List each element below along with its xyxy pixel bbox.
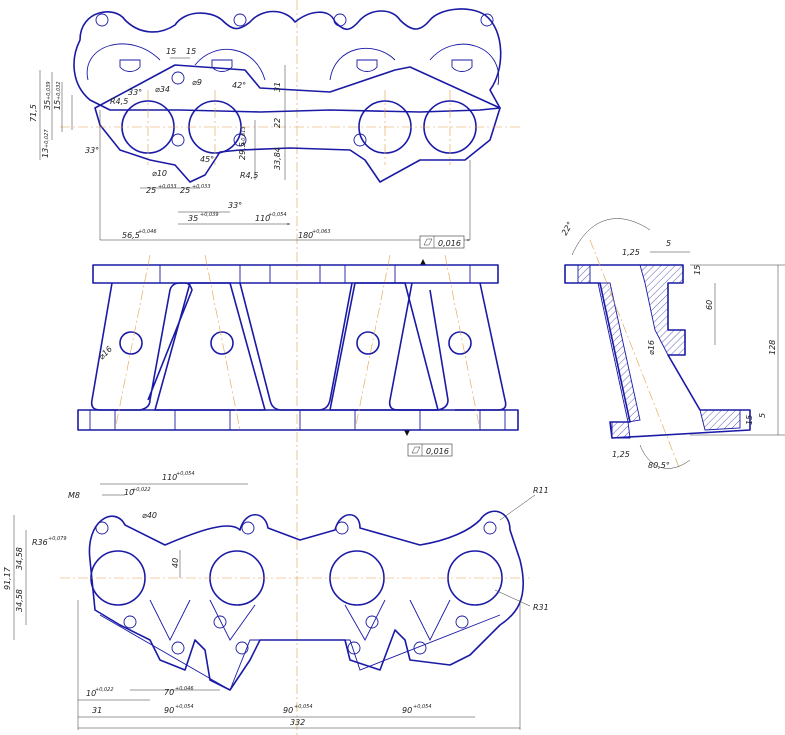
side-angle-80-5: 80,5° xyxy=(648,461,670,470)
dim-29-5-tol: +0,013 xyxy=(241,126,247,145)
dim-13v: 13 xyxy=(41,148,50,158)
side-dim-15a: 15 xyxy=(693,265,702,275)
b-dim-m8: M8 xyxy=(68,491,80,500)
side-dim-1-25a: 1,25 xyxy=(622,248,640,257)
dim-angle-33b: 33° xyxy=(85,146,99,155)
front-view: ⌀16 xyxy=(77,254,519,431)
dim-29-5: 29,5 xyxy=(238,142,247,160)
dim-angle-45: 45° xyxy=(200,155,214,164)
dim-angle-42: 42° xyxy=(232,81,246,90)
dim-angle-33c: 33° xyxy=(228,201,242,210)
b-dim-34-58a: 34,58 xyxy=(15,547,24,570)
b-dim-10-tol: +0,022 xyxy=(132,487,151,493)
dim-25a: 25 xyxy=(146,186,156,195)
b-dim-10b-tol: +0,022 xyxy=(95,687,114,693)
flatness-frame-bottom: 0,016 xyxy=(404,430,453,457)
b-dim-34-58b: 34,58 xyxy=(15,589,24,612)
b-dim-dia40: ⌀40 xyxy=(142,511,157,520)
b-dim-r36: R36 xyxy=(32,538,48,547)
dim-31: 31 xyxy=(273,82,282,92)
flatness-value-2: 0,016 xyxy=(426,447,449,456)
b-dim-r11: R11 xyxy=(533,486,549,495)
top-view xyxy=(39,8,520,241)
dim-25a-tol: +0,033 xyxy=(158,184,177,190)
b-dim-r31: R31 xyxy=(533,603,549,612)
b-dim-70: 70 xyxy=(164,688,174,697)
side-dim-dia16: ⌀16 xyxy=(647,340,656,355)
b-dim-70-tol: +0,046 xyxy=(175,686,194,692)
dim-180-tol: +0,063 xyxy=(312,229,331,235)
dim-56-5-tol: +0,046 xyxy=(138,229,157,235)
dim-71-5: 71,5 xyxy=(29,104,38,122)
dim-15v-tol: +0,032 xyxy=(56,81,62,100)
b-dim-91-17: 91,17 xyxy=(3,566,12,590)
dim-180: 180 xyxy=(298,231,313,240)
side-dim-60: 60 xyxy=(705,300,714,310)
flatness-frame-top: 0,016 xyxy=(419,235,465,265)
dim-35v: 35 xyxy=(43,100,52,110)
side-angle-22: 22° xyxy=(560,220,575,237)
b-dim-110-tol: +0,054 xyxy=(176,471,195,477)
b-dim-90a: 90 xyxy=(164,706,174,715)
top-view-dimension-text: 15 15 ⌀9 42° R4,5 ⌀34 33° 71,5 35 +0,039… xyxy=(29,47,331,240)
bottom-view-dimension-text: 110 +0,054 M8 10 +0,022 ⌀40 R36 +0,079 R… xyxy=(3,471,549,727)
dim-dia9: ⌀9 xyxy=(192,78,202,87)
b-dim-90b-tol: +0,054 xyxy=(294,704,313,710)
dim-35v-tol: +0,039 xyxy=(46,81,52,100)
dim-dia34: ⌀34 xyxy=(155,85,170,94)
side-dim-5b: 5 xyxy=(758,413,767,418)
b-dim-90c: 90 xyxy=(402,706,412,715)
b-dim-332: 332 xyxy=(290,718,305,727)
dim-15v: 15 xyxy=(53,100,62,110)
b-dim-31: 31 xyxy=(92,706,102,715)
dim-110a: 110 xyxy=(255,214,270,223)
b-dim-90b: 90 xyxy=(283,706,293,715)
side-section-view: 22° 1,25 5 15 60 128 ⌀16 15 5 1,25 80,5° xyxy=(560,218,785,471)
front-runners xyxy=(90,282,507,411)
dim-56-5: 56,5 xyxy=(122,231,140,240)
dim-dia10: ⌀10 xyxy=(152,169,167,178)
top-front-flange-outline xyxy=(94,64,501,183)
dim-35h-tol: +0,039 xyxy=(200,212,219,218)
bottom-view xyxy=(13,483,536,730)
side-dim-15b: 15 xyxy=(745,415,754,425)
dim-angle-33a: 33° xyxy=(128,88,142,97)
flatness-value-1: 0,016 xyxy=(438,239,461,248)
dim-15a: 15 xyxy=(166,47,176,56)
dim-33-84: 33,84 xyxy=(273,147,282,170)
b-dim-90c-tol: +0,054 xyxy=(413,704,432,710)
b-dim-110: 110 xyxy=(162,473,177,482)
b-dim-40: 40 xyxy=(171,558,180,568)
b-dim-10: 10 xyxy=(124,488,134,497)
dim-25b-tol: +0,033 xyxy=(192,184,211,190)
dim-13v-tol: +0,027 xyxy=(44,129,50,148)
dim-r45b: R4,5 xyxy=(240,171,258,180)
top-back-flange-outline xyxy=(73,8,502,113)
dim-25b: 25 xyxy=(180,186,190,195)
side-dim-1-25b: 1,25 xyxy=(612,450,630,459)
b-dim-10b: 10 xyxy=(86,689,96,698)
b-dim-r36-tol: +0,079 xyxy=(48,536,67,542)
side-dim-5: 5 xyxy=(666,239,671,248)
side-dim-128: 128 xyxy=(768,340,777,355)
dim-110a-tol: +0,054 xyxy=(268,212,287,218)
dim-35h: 35 xyxy=(188,214,198,223)
dim-22: 22 xyxy=(273,118,282,128)
dim-r45a: R4,5 xyxy=(110,97,128,106)
dim-dia16a: ⌀16 xyxy=(97,344,114,361)
b-dim-90a-tol: +0,054 xyxy=(175,704,194,710)
dim-15b: 15 xyxy=(186,47,196,56)
